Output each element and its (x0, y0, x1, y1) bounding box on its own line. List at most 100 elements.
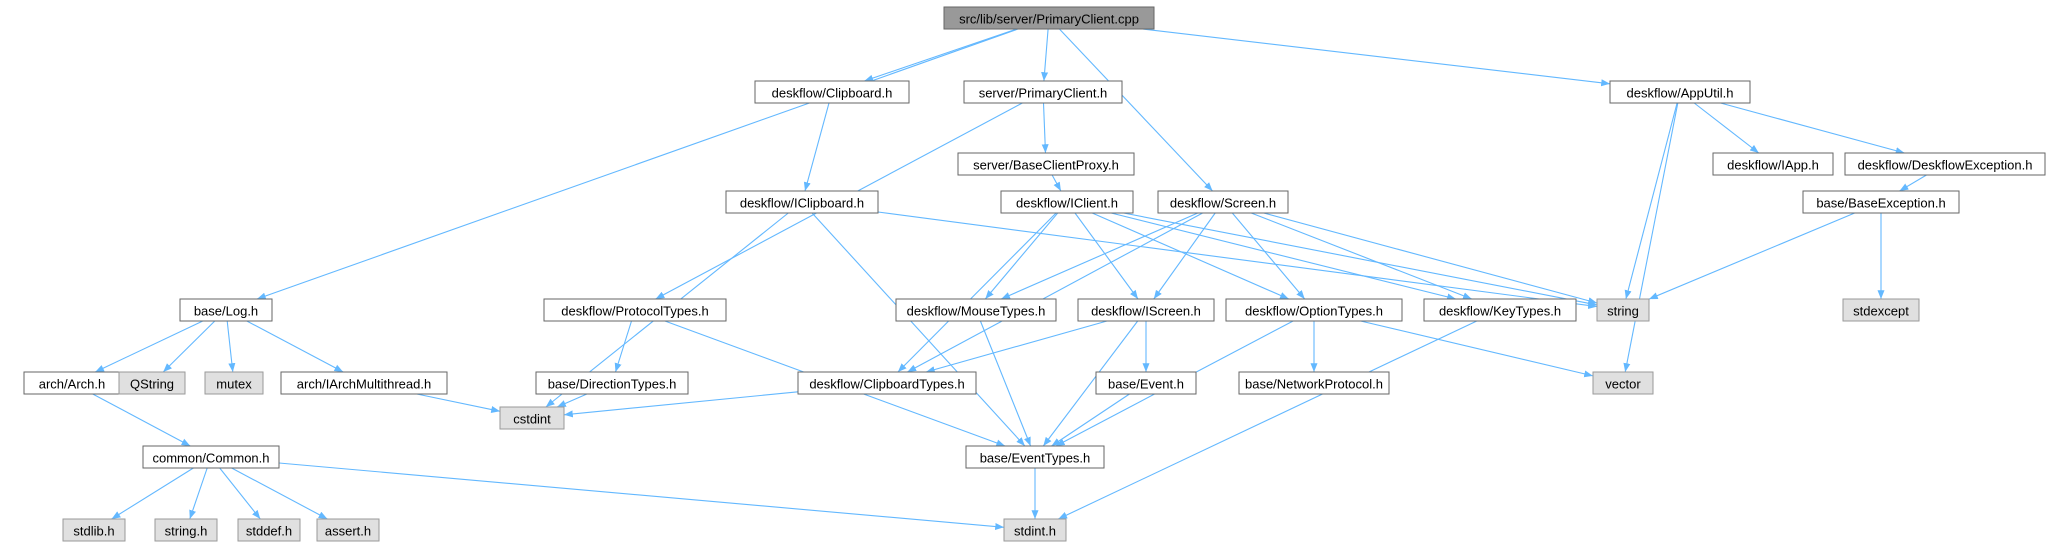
node-cstdint: cstdint (499, 406, 565, 430)
node-proto-label: deskflow/ProtocolTypes.h (561, 304, 708, 319)
node-arch[interactable]: arch/Arch.h (23, 371, 121, 395)
node-dfexc[interactable]: deskflow/DeskflowException.h (1844, 152, 2046, 176)
node-dfexc-box (1844, 152, 2046, 176)
edge-iscreen-to-evtypes (1042, 320, 1139, 447)
node-dir[interactable]: base/DirectionTypes.h (535, 371, 689, 395)
node-stddef: stddef.h (237, 518, 301, 542)
edge-screen-to-string (1263, 212, 1598, 305)
node-mouse-box (895, 298, 1057, 322)
edge-apputil-to-iapp (1693, 102, 1760, 154)
node-evtypes-box (965, 445, 1105, 469)
node-clip_h-box (754, 80, 910, 104)
node-netproto-label: base/NetworkProtocol.h (1245, 377, 1383, 392)
node-vector-box (1592, 371, 1654, 395)
node-assert: assert.h (316, 518, 380, 542)
edge-mouse-to-evtypes (979, 320, 1032, 447)
node-screen-label: deskflow/Screen.h (1170, 196, 1276, 211)
node-screen[interactable]: deskflow/Screen.h (1157, 190, 1289, 214)
node-iclient-label: deskflow/IClient.h (1016, 196, 1118, 211)
node-cstdint-label: cstdint (513, 412, 551, 427)
node-stdlib-label: stdlib.h (73, 524, 114, 539)
node-key[interactable]: deskflow/KeyTypes.h (1423, 298, 1577, 322)
node-common-box (142, 445, 280, 469)
edge-event-to-evtypes (1051, 393, 1130, 447)
node-iscreen-label: deskflow/IScreen.h (1091, 304, 1201, 319)
node-stringh-box (154, 518, 218, 542)
node-clip_h-label: deskflow/Clipboard.h (772, 86, 893, 101)
node-iclip-box (725, 190, 879, 214)
node-iclip-label: deskflow/IClipboard.h (740, 196, 864, 211)
node-stdlib-box (62, 518, 126, 542)
node-iclient[interactable]: deskflow/IClient.h (1000, 190, 1134, 214)
node-iclip[interactable]: deskflow/IClipboard.h (725, 190, 879, 214)
node-proto-box (543, 298, 727, 322)
node-stdint: stdint.h (1003, 518, 1067, 542)
node-clip_h[interactable]: deskflow/Clipboard.h (754, 80, 910, 104)
node-bcp[interactable]: server/BaseClientProxy.h (957, 152, 1135, 176)
node-log[interactable]: base/Log.h (179, 298, 273, 322)
node-stdlib: stdlib.h (62, 518, 126, 542)
node-pc_h-box (963, 80, 1123, 104)
edge-iclient-to-string (1123, 212, 1598, 307)
edge-proto-to-dir (614, 320, 633, 373)
edge-root-to-pc_h (1041, 28, 1049, 82)
node-cstdint-box (499, 406, 565, 430)
edge-common-to-stringh (189, 467, 208, 520)
edge-iclip-to-evtypes (811, 212, 1026, 447)
node-evtypes-label: base/EventTypes.h (980, 451, 1091, 466)
node-qstring: QString (118, 371, 186, 395)
node-cliptypes[interactable]: deskflow/ClipboardTypes.h (797, 371, 977, 395)
node-baseexc[interactable]: base/BaseException.h (1802, 190, 1960, 214)
node-stdint-box (1003, 518, 1067, 542)
node-iamt[interactable]: arch/IArchMultithread.h (280, 371, 448, 395)
node-dfexc-label: deskflow/DeskflowException.h (1858, 158, 2033, 173)
node-iapp[interactable]: deskflow/IApp.h (1712, 152, 1834, 176)
edge-pc_h-to-bcp (1041, 102, 1049, 154)
node-mouse[interactable]: deskflow/MouseTypes.h (895, 298, 1057, 322)
node-pc_h[interactable]: server/PrimaryClient.h (963, 80, 1123, 104)
edge-root-to-apputil (1142, 28, 1611, 87)
node-iscreen[interactable]: deskflow/IScreen.h (1077, 298, 1215, 322)
node-arch-label: arch/Arch.h (39, 377, 105, 392)
node-event[interactable]: base/Event.h (1095, 371, 1197, 395)
node-root[interactable]: src/lib/server/PrimaryClient.cpp (943, 6, 1155, 30)
edge-iclient-to-key (1110, 212, 1457, 301)
edge-iclient-to-option (1091, 212, 1290, 300)
node-netproto[interactable]: base/NetworkProtocol.h (1238, 371, 1390, 395)
node-proto[interactable]: deskflow/ProtocolTypes.h (543, 298, 727, 322)
edge-iscreen-to-cliptypes (925, 320, 1108, 374)
edge-screen-to-cliptypes (907, 212, 1203, 373)
node-vector-label: vector (1605, 377, 1641, 392)
edge-iclient-to-iscreen (1074, 212, 1139, 300)
node-assert-label: assert.h (325, 524, 371, 539)
edge-screen-to-option (1231, 212, 1306, 300)
edge-clip_h-to-iclip (803, 102, 830, 192)
node-vector: vector (1592, 371, 1654, 395)
node-stdexcept: stdexcept (1842, 298, 1920, 322)
edge-bcp-to-iclient (1051, 174, 1062, 192)
node-pc_h-label: server/PrimaryClient.h (979, 86, 1108, 101)
edge-log-to-mutex (226, 320, 236, 373)
node-stddef-box (237, 518, 301, 542)
edge-screen-to-mouse (1000, 212, 1199, 300)
edge-key-to-stdint (1058, 320, 1478, 520)
node-iscreen-box (1077, 298, 1215, 322)
node-iclient-box (1000, 190, 1134, 214)
node-apputil-label: deskflow/AppUtil.h (1627, 86, 1734, 101)
node-event-label: base/Event.h (1108, 377, 1184, 392)
node-qstring-box (118, 371, 186, 395)
node-iamt-box (280, 371, 448, 395)
node-apputil[interactable]: deskflow/AppUtil.h (1609, 80, 1751, 104)
node-stdexcept-label: stdexcept (1853, 304, 1909, 319)
node-cliptypes-label: deskflow/ClipboardTypes.h (809, 377, 964, 392)
node-event-box (1095, 371, 1197, 395)
node-common[interactable]: common/Common.h (142, 445, 280, 469)
node-option[interactable]: deskflow/OptionTypes.h (1225, 298, 1403, 322)
node-screen-box (1157, 190, 1289, 214)
node-evtypes[interactable]: base/EventTypes.h (965, 445, 1105, 469)
edge-log-to-qstring (162, 320, 216, 373)
node-iapp-box (1712, 152, 1834, 176)
node-option-label: deskflow/OptionTypes.h (1245, 304, 1383, 319)
edge-cliptypes-to-cstdint (563, 391, 799, 418)
